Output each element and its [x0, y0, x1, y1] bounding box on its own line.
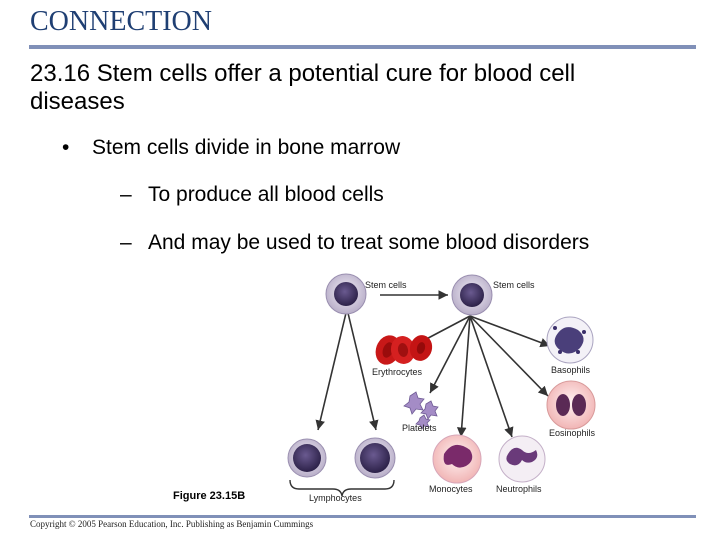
stem-cell-left [325, 273, 367, 315]
sub-bullet-item: –To produce all blood cells [120, 183, 384, 207]
slide-heading: 23.16 Stem cells offer a potential cure … [30, 60, 576, 115]
figure-caption: Figure 23.15B [173, 490, 246, 502]
differentiation-arrows [315, 290, 551, 438]
sub-bullet-text: To produce all blood cells [148, 183, 384, 206]
sub-bullet-item: –And may be used to treat some blood dis… [120, 231, 589, 255]
monocytes-label: Monocytes [429, 484, 473, 494]
eosinophils-label: Eosinophils [549, 428, 596, 438]
neutrophil-cell [498, 435, 546, 483]
stem-cell-right [451, 274, 493, 316]
platelets-cells [403, 391, 439, 430]
basophils-label: Basophils [551, 365, 591, 375]
stem-cells-label: Stem cells [365, 280, 407, 290]
erythrocytes-cells [375, 335, 433, 365]
bullet-text: Stem cells divide in bone marrow [92, 136, 401, 159]
platelets-label: Platelets [402, 423, 437, 433]
sub-bullet-mark: – [120, 183, 132, 206]
sub-bullet-mark: – [120, 231, 132, 254]
bullet-item: • Stem cells divide in bone marrow [62, 136, 400, 160]
lymphocytes-brace [289, 479, 395, 497]
section-title: CONNECTION [30, 6, 212, 37]
erythrocytes-label: Erythrocytes [372, 367, 423, 377]
sub-bullet-text: And may be used to treat some blood diso… [148, 231, 590, 254]
neutrophils-label: Neutrophils [496, 484, 542, 494]
lymphocytes-label: Lymphocytes [309, 493, 362, 503]
copyright-text: Copyright © 2005 Pearson Education, Inc.… [30, 519, 314, 529]
bullet-mark: • [62, 136, 70, 159]
basophil-cell [546, 316, 594, 364]
eosinophil-cell [546, 380, 596, 430]
footer-divider [29, 515, 696, 518]
stem-cells-label: Stem cells [493, 280, 535, 290]
title-divider [29, 45, 696, 49]
lymphocyte-cell [354, 437, 396, 479]
monocyte-cell [432, 434, 482, 484]
lymphocyte-cell [287, 438, 327, 478]
